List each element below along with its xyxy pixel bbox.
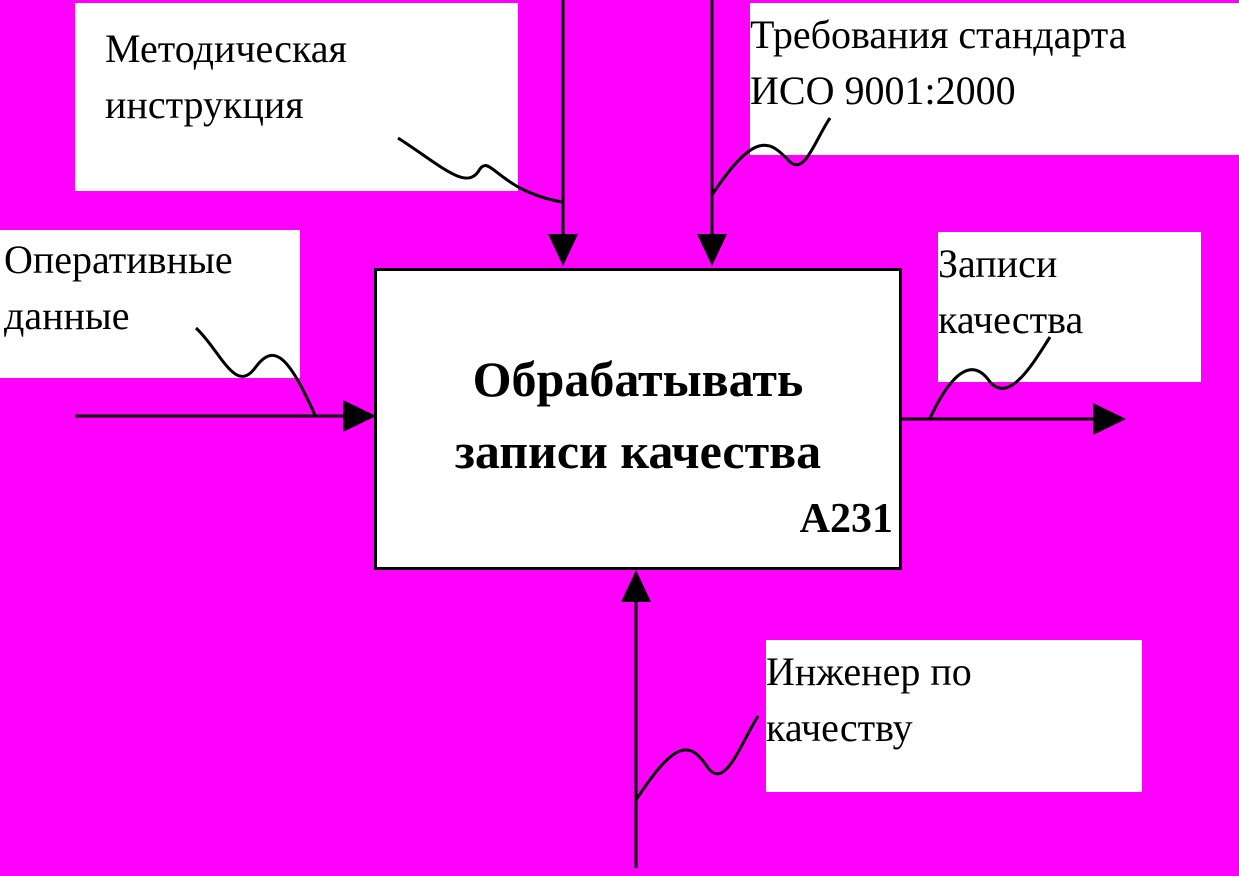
control-arrow-head-1 (548, 234, 578, 266)
quality-engineer-text: Инженер по качеству (766, 649, 972, 750)
quality-records-text: Записи качества (938, 241, 1084, 342)
squiggle-quality-records (928, 336, 1052, 419)
squiggle-method-instruction (397, 136, 563, 204)
label-operative-data: Оперативные данные (0, 230, 300, 378)
mechanism-arrow-head (621, 570, 651, 602)
label-quality-engineer: Инженер по качеству (766, 640, 1142, 792)
label-method-instruction: Методическая инструкция (75, 3, 518, 191)
label-iso-requirements: Требования стандарта ИСО 9001:2000 (750, 3, 1239, 155)
output-arrow-head (1093, 403, 1126, 435)
iso-requirements-text: Требования стандарта ИСО 9001:2000 (750, 12, 1127, 113)
function-box: Обрабатывать записи качества A231 (374, 268, 902, 570)
squiggle-operative-data (194, 326, 317, 416)
label-quality-records: Записи качества (938, 232, 1201, 382)
function-id: A231 (799, 496, 893, 542)
function-title: Обрабатывать записи качества (454, 351, 822, 479)
operative-data-text: Оперативные данные (4, 237, 233, 338)
method-instruction-text: Методическая инструкция (105, 26, 347, 127)
squiggle-quality-engineer (634, 715, 760, 801)
control-arrow-head-2 (697, 234, 727, 266)
input-arrow-head (343, 400, 376, 432)
squiggle-iso-requirements (710, 117, 832, 196)
